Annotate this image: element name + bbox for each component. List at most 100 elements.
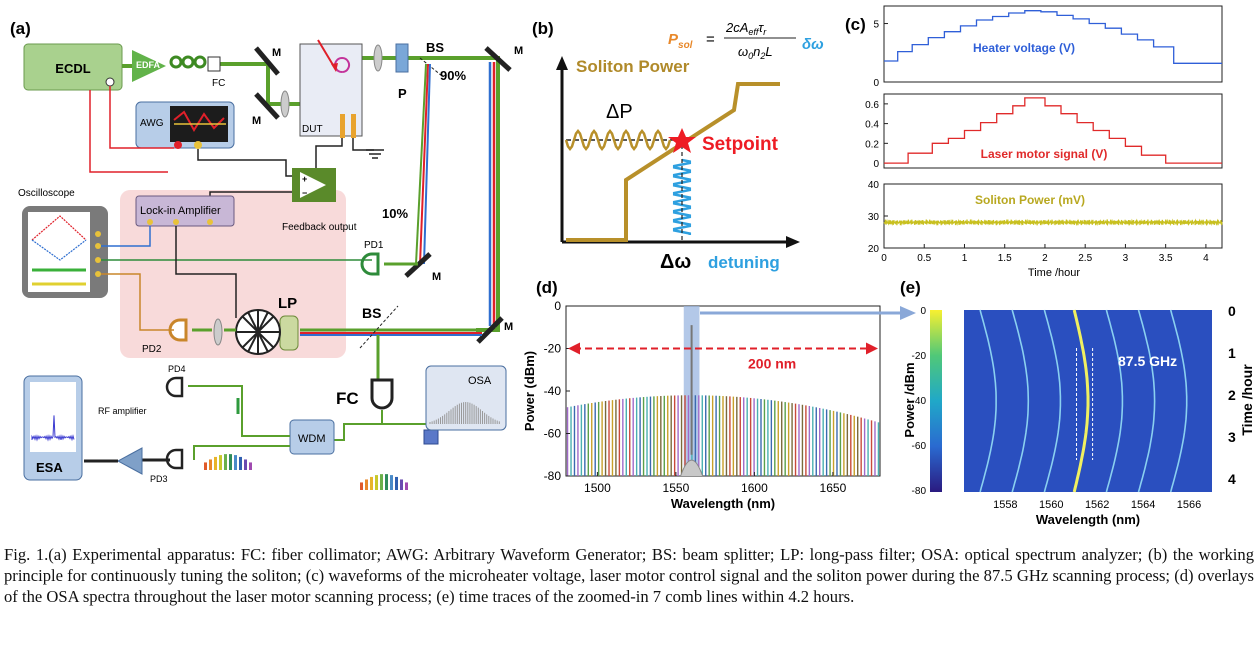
oscilloscope-screen bbox=[28, 212, 90, 292]
panel-a-label: (a) bbox=[10, 19, 31, 38]
y-tick-label: 0 bbox=[873, 78, 879, 89]
fc2-icon bbox=[370, 378, 394, 410]
pct90-label: 90% bbox=[440, 68, 466, 83]
colorbar-tick-label: -40 bbox=[912, 396, 927, 407]
chopper-wheel-icon bbox=[235, 309, 281, 355]
time-tick-label: 3 bbox=[1228, 429, 1236, 445]
y-tick-label: 0.6 bbox=[865, 100, 879, 111]
comb-trace bbox=[1043, 309, 1062, 493]
comb-line bbox=[390, 475, 393, 490]
comb-line bbox=[219, 455, 222, 470]
pd2-icon bbox=[168, 318, 188, 342]
panel-a: (a) ECDL EDFA FC M M DUT bbox=[10, 19, 523, 490]
comb-line bbox=[249, 462, 252, 470]
mirror-label: M bbox=[272, 47, 281, 59]
bs2-label: BS bbox=[362, 305, 381, 321]
comb-line-icons bbox=[204, 454, 408, 490]
time-tick-label: 2 bbox=[1228, 387, 1236, 403]
x-tick-label: 1650 bbox=[820, 481, 847, 495]
colorbar-tick-label: 0 bbox=[920, 306, 926, 317]
y-tick-label: -60 bbox=[544, 427, 562, 441]
x-tick-label: 1566 bbox=[1177, 499, 1201, 511]
awg-label: AWG bbox=[140, 118, 164, 129]
comb-trace bbox=[979, 309, 997, 493]
delta-omega-axis-label: Δω bbox=[660, 251, 691, 273]
formula-den3: L bbox=[765, 44, 772, 59]
y-tick-label: 20 bbox=[868, 244, 880, 255]
formula-p: P bbox=[668, 31, 679, 48]
x-tick-label: 1560 bbox=[1039, 499, 1063, 511]
comb-line bbox=[380, 474, 383, 490]
comb-line bbox=[360, 482, 363, 490]
formula-tau: τ bbox=[758, 20, 764, 35]
x-tick-label: 1500 bbox=[584, 481, 611, 495]
formula-num-sub: eff bbox=[748, 27, 760, 37]
x-tick-label: 1562 bbox=[1085, 499, 1109, 511]
time-axis-label: Time /hour bbox=[1239, 364, 1255, 436]
comb-line bbox=[365, 479, 368, 490]
mirror-label: M bbox=[432, 271, 441, 283]
pct10-label: 10% bbox=[382, 206, 408, 221]
x-tick-label: 1.5 bbox=[998, 253, 1012, 264]
noise-bump bbox=[680, 459, 704, 477]
x-tick-label: 1550 bbox=[663, 481, 690, 495]
x-tick-label: 1 bbox=[962, 253, 968, 264]
y-axis-label: Power (dBm) bbox=[522, 351, 537, 431]
comb-trace bbox=[1137, 309, 1156, 493]
rf-amplifier-icon bbox=[116, 447, 143, 475]
mirror-label: M bbox=[252, 115, 261, 127]
x-tick-label: 1600 bbox=[741, 481, 768, 495]
formula-den: ω bbox=[738, 44, 748, 59]
osa-box bbox=[425, 365, 507, 431]
comb-line bbox=[239, 456, 242, 470]
y-tick-label: 40 bbox=[868, 180, 880, 191]
ecdl-label: ECDL bbox=[55, 61, 90, 76]
figure-caption: Fig. 1.(a) Experimental apparatus: FC: f… bbox=[4, 545, 1254, 606]
pd1-icon bbox=[360, 252, 380, 276]
comb-line bbox=[395, 476, 398, 490]
comb-trace bbox=[1105, 309, 1124, 493]
wdm-label: WDM bbox=[298, 433, 326, 445]
polarizer-label: P bbox=[398, 86, 407, 101]
comb-line bbox=[375, 475, 378, 490]
x-tick-label: 4 bbox=[1203, 253, 1209, 264]
mirror-label: M bbox=[504, 321, 513, 333]
amplifier-icon bbox=[300, 172, 326, 198]
comb-line bbox=[229, 454, 232, 470]
zoom-arrow-icon bbox=[900, 306, 916, 320]
beam-splitter-icon bbox=[419, 57, 443, 77]
comb-line bbox=[405, 482, 408, 490]
colorbar-tick-label: -20 bbox=[912, 351, 927, 362]
y-tick-label: 0 bbox=[873, 159, 879, 170]
figure: (a) ECDL EDFA FC M M DUT bbox=[10, 5, 1255, 527]
span-arrow-head-right bbox=[866, 342, 878, 355]
formula-tau-sub: r bbox=[763, 27, 767, 37]
x-tick-label: 2.5 bbox=[1078, 253, 1092, 264]
y-tick-label: 0 bbox=[554, 299, 561, 313]
span-arrow-head-left bbox=[568, 342, 580, 355]
y-tick-label: 0.2 bbox=[865, 139, 879, 150]
plot-frame bbox=[883, 5, 1223, 83]
time-tick-label: 0 bbox=[1228, 303, 1236, 319]
awg-output-icon bbox=[174, 141, 182, 149]
setpoint-star-icon bbox=[668, 128, 696, 153]
formula-den2-sub: 2 bbox=[759, 51, 765, 61]
pd1-label: PD1 bbox=[364, 240, 384, 251]
svg-text:+: + bbox=[302, 174, 307, 184]
comb-line bbox=[224, 454, 227, 470]
y-tick-label: -20 bbox=[544, 342, 562, 356]
delta-p-label: ΔP bbox=[606, 101, 633, 123]
colorbar bbox=[930, 310, 942, 492]
panel-d-label: (d) bbox=[536, 278, 558, 297]
electrode-icon bbox=[340, 114, 345, 138]
lockin-label: Lock-in Amplifier bbox=[140, 205, 221, 217]
rf-amplifier-label: RF amplifier bbox=[98, 406, 147, 416]
formula-delta-omega: δω bbox=[802, 36, 824, 53]
esa-trace bbox=[31, 415, 75, 442]
x-tick-label: 3 bbox=[1123, 253, 1129, 264]
formula-den2: n bbox=[753, 44, 760, 59]
colorbar-label: Power /dBm bbox=[902, 362, 917, 437]
edfa-icon bbox=[132, 50, 166, 82]
series-title: Heater voltage (V) bbox=[973, 41, 1075, 55]
